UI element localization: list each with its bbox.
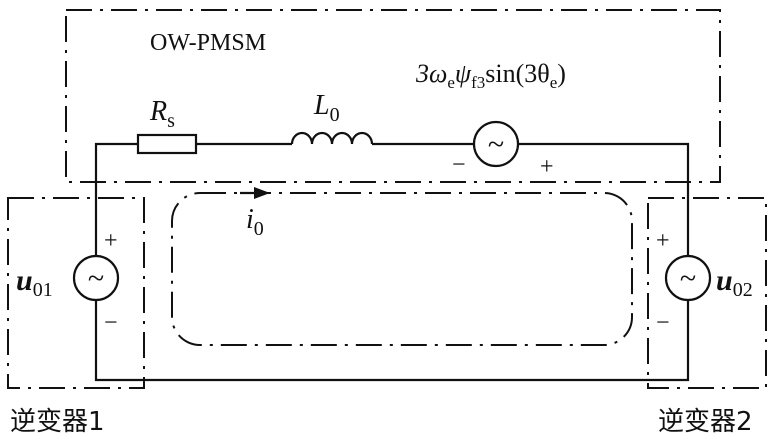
current-loop [171,192,633,346]
inverter1-label: 逆变器1 [10,407,105,437]
inductor [290,131,374,145]
source-u02-symbol: ~ [680,262,696,295]
inverter1-boundary [7,197,145,389]
source-u02-plus: + [656,228,670,254]
back-emf-label: 3ωeψf3sin(3θe) [415,59,566,92]
wire-left-top [94,142,138,256]
source-u01-symbol: ~ [88,262,104,295]
source-u01 [72,254,120,302]
back-emf-symbol: ~ [488,128,504,161]
source-u02-minus: − [656,310,670,336]
resistor-label: Rs [149,96,175,132]
source-u01-label: u01 [16,264,53,301]
motor-label: OW-PMSM [150,30,266,56]
source-u02 [664,254,712,302]
current-label: i0 [246,204,264,240]
resistor [136,133,198,155]
inductor-label: L0 [313,90,340,126]
source-u02-label: u02 [716,264,753,301]
source-u01-minus: − [104,310,118,336]
inverter2-boundary [647,197,767,389]
source-u01-plus: + [104,228,118,254]
back-emf-plus: + [540,154,554,180]
back-emf-source [472,120,520,168]
wire-emf-to-right [518,142,690,256]
current-arrow-head [254,187,270,199]
wire-bottom [94,300,690,382]
back-emf-minus: − [452,152,466,178]
motor-boundary [65,9,721,183]
inverter2-label: 逆变器2 [658,407,753,437]
